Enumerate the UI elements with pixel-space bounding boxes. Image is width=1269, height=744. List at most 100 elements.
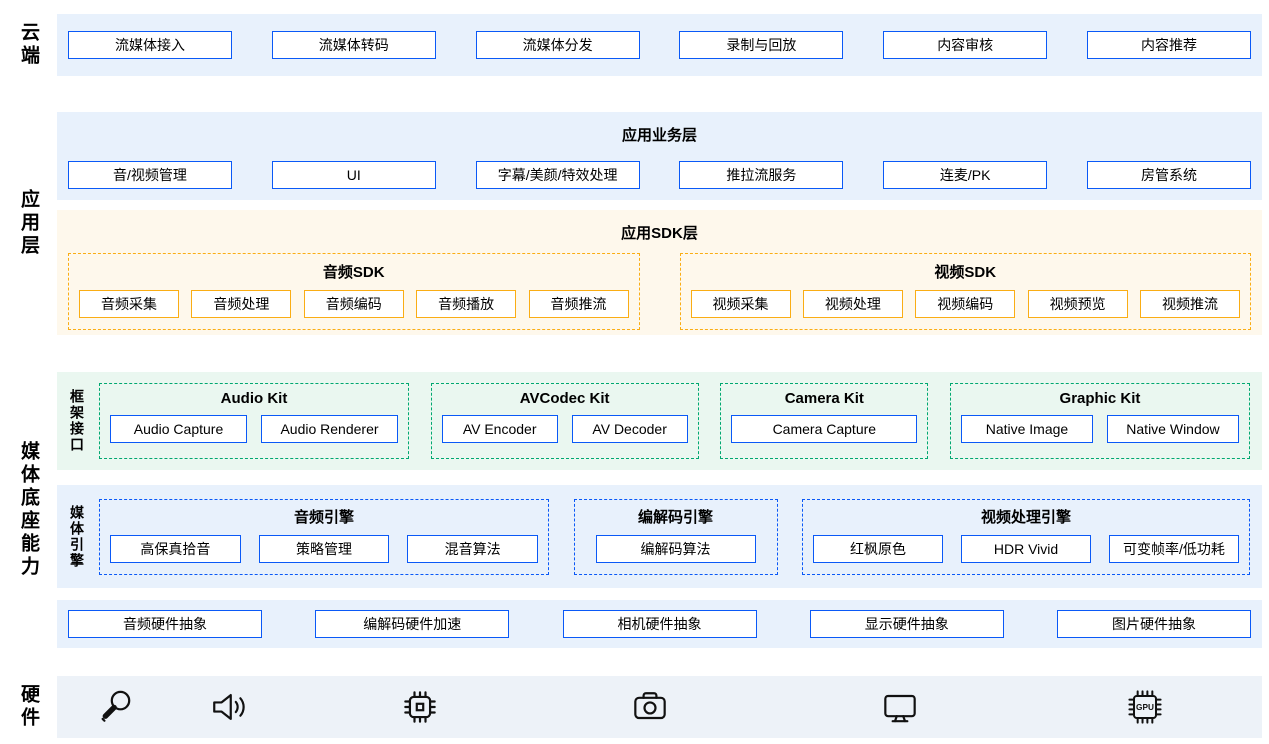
audio-engine-title: 音频引擎 [293,508,354,526]
hal-item: 显示硬件抽象 [809,610,1004,638]
video-engine-title: 视频处理引擎 [980,508,1071,526]
audio-kit-title: Audio Kit [220,390,288,407]
app-business-band: 应用业务层 音/视频管理 UI 字幕/美颜/特效处理 推拉流服务 连麦/PK 房… [57,112,1262,200]
engine-band-label-wrap: 媒体引擎 [63,505,91,569]
framework-band: 框架接口 Audio Kit Audio Capture Audio Rende… [57,372,1262,470]
hal-item: 图片硬件抽象 [1057,610,1251,638]
kit-item: AV Encoder [441,415,558,443]
video-sdk-item: 视频预览 [1027,290,1128,318]
app-content: 应用业务层 音/视频管理 UI 字幕/美颜/特效处理 推拉流服务 连麦/PK 房… [57,112,1262,335]
video-sdk-item: 视频处理 [802,290,903,318]
kit-item: Audio Capture [110,415,247,443]
business-item: UI [271,161,436,189]
camera-icon [628,685,672,729]
app-side: 应用层 [0,112,57,335]
camera-kit-title: Camera Kit [784,390,864,407]
cloud-side: 云端 [0,14,57,76]
engine-item: 编解码算法 [595,534,756,563]
hardware-section: 硬件 [0,676,1269,738]
app-section: 应用层 应用业务层 音/视频管理 UI 字幕/美颜/特效处理 推拉流服务 连麦/… [0,112,1269,335]
audio-sdk-item: 音频采集 [79,290,179,318]
audio-kit-group: Audio Kit Audio Capture Audio Renderer [99,383,409,459]
cloud-item: 内容推荐 [1086,31,1251,59]
cloud-side-label: 云端 [18,22,39,68]
hardware-side: 硬件 [0,676,57,738]
audio-sdk-items: 音频采集 音频处理 音频编码 音频播放 音频推流 [79,290,629,318]
audio-sdk-item: 音频推流 [528,290,629,318]
graphic-kit-group: Graphic Kit Native Image Native Window [949,383,1250,459]
audio-sdk-item: 音频播放 [416,290,517,318]
app-sdk-band: 应用SDK层 音频SDK 音频采集 音频处理 音频编码 音频播放 音频推流 [57,210,1262,335]
app-business-title: 应用业务层 [621,127,697,144]
business-item: 连麦/PK [883,161,1048,189]
cloud-item: 流媒体转码 [271,31,436,59]
hal-item: 音频硬件抽象 [68,610,262,638]
display-icon [878,685,922,729]
app-sdk-groups: 音频SDK 音频采集 音频处理 音频编码 音频播放 音频推流 视频SDK 视频采… [68,253,1251,330]
framework-band-label: 框架接口 [69,389,85,453]
gpu-icon-text: GPU [1136,703,1154,712]
video-sdk-group: 视频SDK 视频采集 视频处理 视频编码 视频预览 视频推流 [679,253,1251,330]
hal-item: 编解码硬件加速 [315,610,510,638]
media-side: 媒体底座能力 [0,372,57,648]
graphic-kit-items: Native Image Native Window [960,415,1239,443]
cloud-band: 流媒体接入 流媒体转码 流媒体分发 录制与回放 内容审核 内容推荐 [57,14,1262,76]
framework-band-label-wrap: 框架接口 [63,389,91,453]
hal-item: 相机硬件抽象 [562,610,757,638]
video-engine-group: 视频处理引擎 红枫原色 HDR Vivid 可变帧率/低功耗 [802,498,1250,575]
app-sdk-title: 应用SDK层 [621,225,698,242]
business-item: 推拉流服务 [679,161,844,189]
media-content: 框架接口 Audio Kit Audio Capture Audio Rende… [57,372,1262,648]
codec-engine-title: 编解码引擎 [637,508,713,526]
hardware-side-label: 硬件 [18,684,39,730]
app-side-label: 应用层 [18,189,39,258]
audio-sdk-group: 音频SDK 音频采集 音频处理 音频编码 音频播放 音频推流 [68,253,640,330]
hardware-band: GPU [57,676,1262,738]
kit-item: Audio Renderer [261,415,398,443]
app-business-items: 音/视频管理 UI 字幕/美颜/特效处理 推拉流服务 连麦/PK 房管系统 [68,161,1251,189]
gpu-icon: GPU [1123,685,1167,729]
speaker-icon [206,685,250,729]
avcodec-kit-group: AVCodec Kit AV Encoder AV Decoder [430,383,699,459]
engine-band: 媒体引擎 音频引擎 高保真拾音 策略管理 混音算法 编解码引擎 [57,485,1262,588]
codec-engine-items: 编解码算法 [585,534,767,563]
audio-sdk-item: 音频编码 [303,290,404,318]
avcodec-kit-items: AV Encoder AV Decoder [441,415,688,443]
cloud-item: 流媒体接入 [68,31,232,59]
business-item: 字幕/美颜/特效处理 [475,161,640,189]
hardware-content: GPU [57,676,1262,738]
soc-chip-icon [398,685,442,729]
cloud-item: 流媒体分发 [475,31,640,59]
media-side-label: 媒体底座能力 [18,441,39,579]
audio-sdk-title: 音频SDK [322,264,385,281]
microphone-icon [93,685,137,729]
engine-item: HDR Vivid [961,534,1091,563]
media-section: 媒体底座能力 框架接口 Audio Kit Audio Capture Audi… [0,372,1269,648]
engine-groups: 音频引擎 高保真拾音 策略管理 混音算法 编解码引擎 编解码算法 [99,498,1250,575]
cloud-item: 内容审核 [883,31,1048,59]
business-item: 房管系统 [1086,161,1251,189]
cloud-section: 云端 流媒体接入 流媒体转码 流媒体分发 录制与回放 内容审核 内容推荐 [0,14,1269,76]
video-sdk-item: 视频编码 [915,290,1016,318]
cloud-content: 流媒体接入 流媒体转码 流媒体分发 录制与回放 内容审核 内容推荐 [57,14,1262,76]
audio-kit-items: Audio Capture Audio Renderer [110,415,398,443]
camera-kit-group: Camera Kit Camera Capture [720,383,929,459]
codec-engine-group: 编解码引擎 编解码算法 [573,498,778,575]
video-sdk-items: 视频采集 视频处理 视频编码 视频预览 视频推流 [690,290,1240,318]
graphic-kit-title: Graphic Kit [1059,390,1141,407]
hal-band: 音频硬件抽象 编解码硬件加速 相机硬件抽象 显示硬件抽象 图片硬件抽象 [57,600,1262,648]
framework-groups: Audio Kit Audio Capture Audio Renderer A… [99,383,1250,459]
audio-engine-items: 高保真拾音 策略管理 混音算法 [110,534,539,563]
business-item: 音/视频管理 [68,161,232,189]
audio-engine-group: 音频引擎 高保真拾音 策略管理 混音算法 [99,498,549,575]
engine-band-label: 媒体引擎 [69,504,85,569]
kit-item: AV Decoder [571,415,688,443]
camera-kit-items: Camera Capture [731,415,918,443]
cloud-item: 录制与回放 [679,31,844,59]
kit-item: Native Window [1106,415,1239,443]
engine-item: 红枫原色 [813,534,943,563]
engine-item: 混音算法 [407,534,539,563]
engine-item: 高保真拾音 [110,534,241,563]
audio-sdk-item: 音频处理 [191,290,292,318]
